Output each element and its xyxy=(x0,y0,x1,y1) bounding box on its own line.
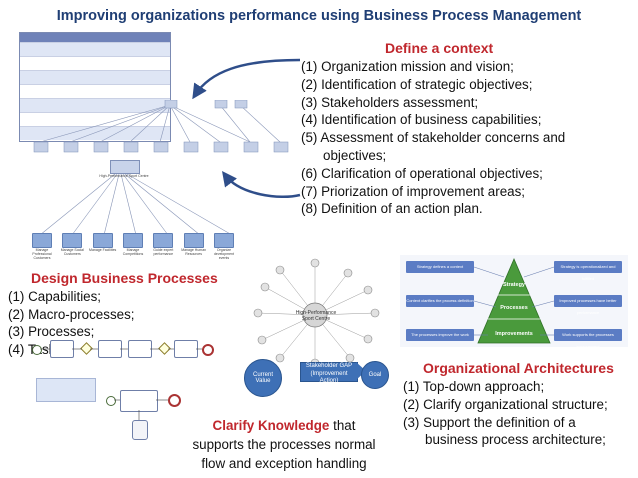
strategy-right-box: Improved processes have better performan… xyxy=(554,295,622,315)
architecture-item: (3) Support the definition of a xyxy=(403,414,576,430)
context-item: (4) Identification of business capabilit… xyxy=(301,112,542,128)
stakeholder-gap-box: Stakeholder GAP (Improvement Action) xyxy=(300,362,358,384)
bpmn-connectors xyxy=(40,348,202,420)
goal-label: Goal xyxy=(368,372,382,378)
clarify-knowledge-line1: Clarify Knowledge that xyxy=(186,416,382,435)
architecture-item-continuation: business process architecture; xyxy=(425,432,606,448)
page-title: Improving organizations performance usin… xyxy=(56,8,582,24)
triangle-label-improvements: Improvements xyxy=(495,331,533,337)
capability-root-node xyxy=(110,160,140,174)
architecture-item: (1) Top-down approach; xyxy=(403,379,545,394)
strategy-right-box: Work supports the processes improvement xyxy=(554,329,622,349)
design-item: (3) Processes; xyxy=(8,324,95,340)
capability-root-label: High-Performance Sport Centre xyxy=(99,174,149,178)
strategy-triangle xyxy=(473,257,555,344)
design-item: (1) Capabilities; xyxy=(8,289,102,304)
context-item: (2) Identification of strategic objectiv… xyxy=(301,76,533,92)
goal-circle: Goal xyxy=(361,361,389,389)
design-processes-heading: Design Business Processes xyxy=(31,270,218,286)
capability-leaf: Manage Human Resources xyxy=(180,233,208,261)
clarify-knowledge-highlight: Clarify Knowledge xyxy=(212,418,330,433)
clarify-knowledge-line2: supports the processes normal xyxy=(192,437,376,452)
triangle-label-strategy: Strategy xyxy=(502,282,525,288)
context-item-continuation: objectives; xyxy=(323,147,387,163)
strategy-left-box: Context clarifies the process definition xyxy=(406,295,474,307)
stakeholder-hub-label: High-Performance Sport Centre xyxy=(295,310,337,322)
capability-leaf: Manage Social Customers xyxy=(58,233,86,261)
context-item: (3) Stakeholders assessment; xyxy=(301,94,479,110)
context-item: (1) Organization mission and vision; xyxy=(301,59,514,74)
design-processes-list: (1) Capabilities; (2) Macro-processes; (… xyxy=(8,288,135,358)
context-item: (8) Definition of an action plan. xyxy=(301,201,483,217)
strategy-right-box: Strategy is operationalized and fulfille… xyxy=(554,261,622,281)
define-context-list: (1) Organization mission and vision; (2)… xyxy=(301,58,565,218)
design-item: (2) Macro-processes; xyxy=(8,306,135,322)
strategy-left-box: Strategy defines a context xyxy=(406,261,474,273)
bpmn-diagram-thumbnail xyxy=(22,330,214,460)
capability-leaf: Manage Competitions xyxy=(119,233,147,261)
context-item: (7) Priorization of improvement areas; xyxy=(301,183,526,199)
current-value-label: Current Value xyxy=(252,372,273,384)
context-item: (5) Assessment of stakeholder concerns a… xyxy=(301,130,566,146)
architecture-item: (2) Clarify organizational structure; xyxy=(403,396,608,412)
triangle-label-processes: Processes xyxy=(500,305,528,311)
capability-leaves-row: Manage Professional Customers Manage Soc… xyxy=(28,233,238,261)
current-value-circle: Current Value xyxy=(244,359,282,397)
capability-tree-connectors xyxy=(33,100,289,236)
org-architectures-list: (1) Top-down approach; (2) Clarify organ… xyxy=(403,378,608,449)
define-context-heading: Define a context xyxy=(385,40,494,56)
strategy-left-box: The processes improve the work xyxy=(406,329,474,341)
org-architectures-heading: Organizational Architectures xyxy=(423,360,614,376)
capability-leaf: Organize development events xyxy=(210,233,238,261)
capability-leaf: Manage Facilities xyxy=(89,233,117,261)
capability-leaf: Manage Professional Customers xyxy=(28,233,56,261)
context-item: (6) Clarification of operational objecti… xyxy=(301,165,543,181)
clarify-knowledge-text: Clarify Knowledge that supports the proc… xyxy=(186,416,382,473)
stakeholder-gap-label: Stakeholder GAP (Improvement Action) xyxy=(305,363,353,384)
clarify-knowledge-rest: that xyxy=(329,418,356,433)
clarify-knowledge-line3: flow and exception handling xyxy=(201,456,367,471)
capability-leaf: Guide expert performance xyxy=(149,233,177,261)
